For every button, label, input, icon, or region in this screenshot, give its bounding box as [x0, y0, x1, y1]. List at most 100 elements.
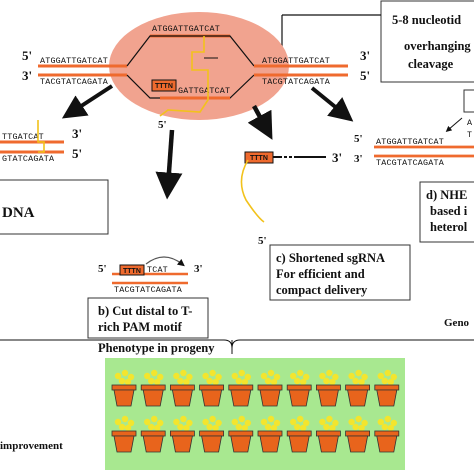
- pot-rim: [286, 430, 312, 437]
- panel-a-box: [0, 179, 109, 235]
- flower: [148, 423, 155, 431]
- flower: [387, 424, 394, 432]
- dna-right-lower-seq: TACGTATCAGATA: [262, 77, 331, 87]
- flower: [297, 369, 304, 377]
- flower: [294, 423, 301, 431]
- plant-pot: [169, 415, 195, 453]
- pot-body: [347, 435, 369, 453]
- pot-body: [113, 389, 135, 407]
- flower: [260, 418, 268, 426]
- panel-b-cut-arc: [145, 256, 185, 267]
- overhang-note-box: [380, 0, 474, 83]
- flower: [238, 369, 245, 377]
- flower: [381, 377, 388, 385]
- pot-rim: [374, 430, 400, 437]
- arrow-to-c: [247, 104, 273, 140]
- flower: [241, 378, 248, 386]
- panel-d-5prime: 5': [354, 133, 363, 145]
- flower: [124, 378, 132, 386]
- bottom-brace: [0, 339, 474, 349]
- flower: [206, 377, 213, 385]
- phenotype-title: Phenotype in progeny: [98, 341, 215, 355]
- flower: [303, 419, 310, 427]
- flower: [384, 369, 391, 377]
- panel-c-5prime: 5': [258, 235, 267, 247]
- plant-pot: [257, 415, 283, 453]
- pam-box-center: [151, 79, 177, 92]
- flower: [323, 377, 330, 385]
- arrow-to-d: [310, 86, 354, 122]
- pot-body: [142, 389, 164, 407]
- dna-left-5prime: 5': [22, 48, 32, 63]
- flower: [319, 372, 326, 380]
- plant-pot: [169, 369, 195, 407]
- flower: [215, 419, 222, 427]
- panel-c-3prime: 3': [332, 150, 342, 165]
- pot-rim: [374, 384, 400, 391]
- plant-pot: [345, 415, 371, 453]
- pot-body: [376, 389, 398, 407]
- flower: [326, 415, 333, 423]
- flower: [290, 372, 297, 380]
- flower: [114, 418, 122, 426]
- panel-d-inset-pointer: [445, 117, 463, 132]
- flower: [319, 418, 326, 426]
- pot-body: [376, 435, 398, 453]
- pot-body: [230, 389, 252, 407]
- arrow-to-left: [61, 84, 114, 119]
- flower: [202, 418, 209, 426]
- dna-right-5prime: 5': [360, 68, 370, 83]
- flower: [273, 419, 281, 427]
- flower: [303, 373, 310, 381]
- flower: [294, 377, 301, 385]
- plant-pot: [286, 415, 312, 453]
- pot-body: [347, 389, 369, 407]
- pot-rim: [257, 430, 283, 437]
- flower: [348, 418, 355, 426]
- flower: [231, 418, 238, 426]
- flower: [377, 372, 384, 380]
- flower: [273, 373, 281, 381]
- flower: [148, 377, 155, 385]
- flower: [267, 369, 275, 377]
- plant-pot: [228, 369, 254, 407]
- flower: [355, 415, 362, 423]
- pot-body: [230, 435, 252, 453]
- flower: [177, 423, 184, 431]
- plant-pot: [228, 415, 254, 453]
- pot-rim: [315, 430, 341, 437]
- flower: [209, 369, 216, 377]
- pam-label-c: TTTN: [250, 155, 268, 162]
- flower: [355, 369, 362, 377]
- left-product-5prime: 5': [72, 146, 82, 161]
- flower: [157, 419, 164, 427]
- flower: [352, 423, 359, 431]
- plant-pot: [111, 369, 137, 407]
- flower: [326, 369, 333, 377]
- pot-rim: [169, 384, 195, 391]
- pot-rim: [140, 430, 166, 437]
- flower: [329, 378, 336, 386]
- plant-pot: [199, 369, 225, 407]
- flower: [361, 419, 368, 427]
- flower: [270, 378, 278, 386]
- pot-rim: [199, 430, 225, 437]
- flower: [332, 373, 339, 381]
- flower: [151, 415, 158, 423]
- panel-d-upper-seq: ATGGATTGATCAT: [376, 137, 444, 147]
- flower: [183, 378, 190, 386]
- pam-label-b: TTTN: [123, 268, 141, 275]
- panel-b-5prime: 5': [98, 263, 107, 275]
- panel-d-inset-t: T: [467, 130, 472, 140]
- panel-b-line2: rich PAM motif: [98, 320, 183, 334]
- panel-a-label: DNA: [2, 205, 35, 221]
- flower: [173, 418, 180, 426]
- flower: [118, 377, 126, 385]
- flower: [290, 418, 297, 426]
- plant-pot: [111, 415, 137, 453]
- flower: [300, 378, 307, 386]
- flower: [180, 415, 187, 423]
- pam-box-b: [119, 264, 145, 276]
- flower: [186, 373, 193, 381]
